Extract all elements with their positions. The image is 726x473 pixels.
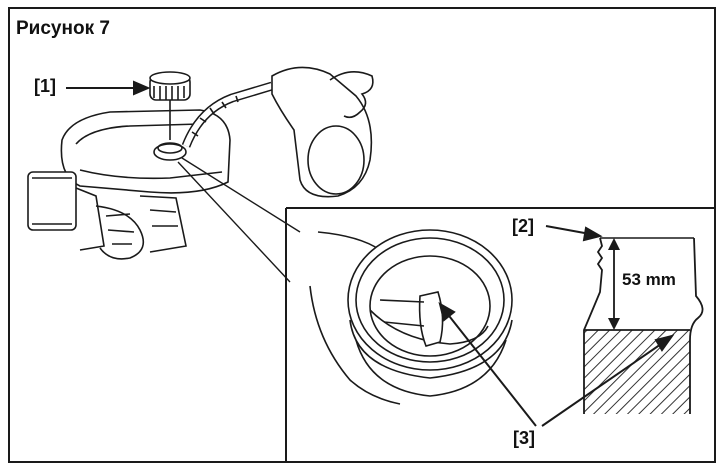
engine-drawing (27, 66, 374, 260)
zoom-lines (177, 157, 301, 283)
figure-title: Рисунок 7 (16, 18, 110, 39)
callout-arrows (66, 80, 675, 427)
callout-2-label: [2] (512, 216, 534, 236)
detail-inset-border (285, 207, 716, 463)
callout-3-label: [3] (513, 428, 535, 448)
filler-neck-detail (309, 229, 513, 405)
oil-level-section (583, 237, 704, 414)
callout-1-label: [1] (34, 76, 56, 96)
dimension-label: 53 mm (622, 270, 676, 289)
